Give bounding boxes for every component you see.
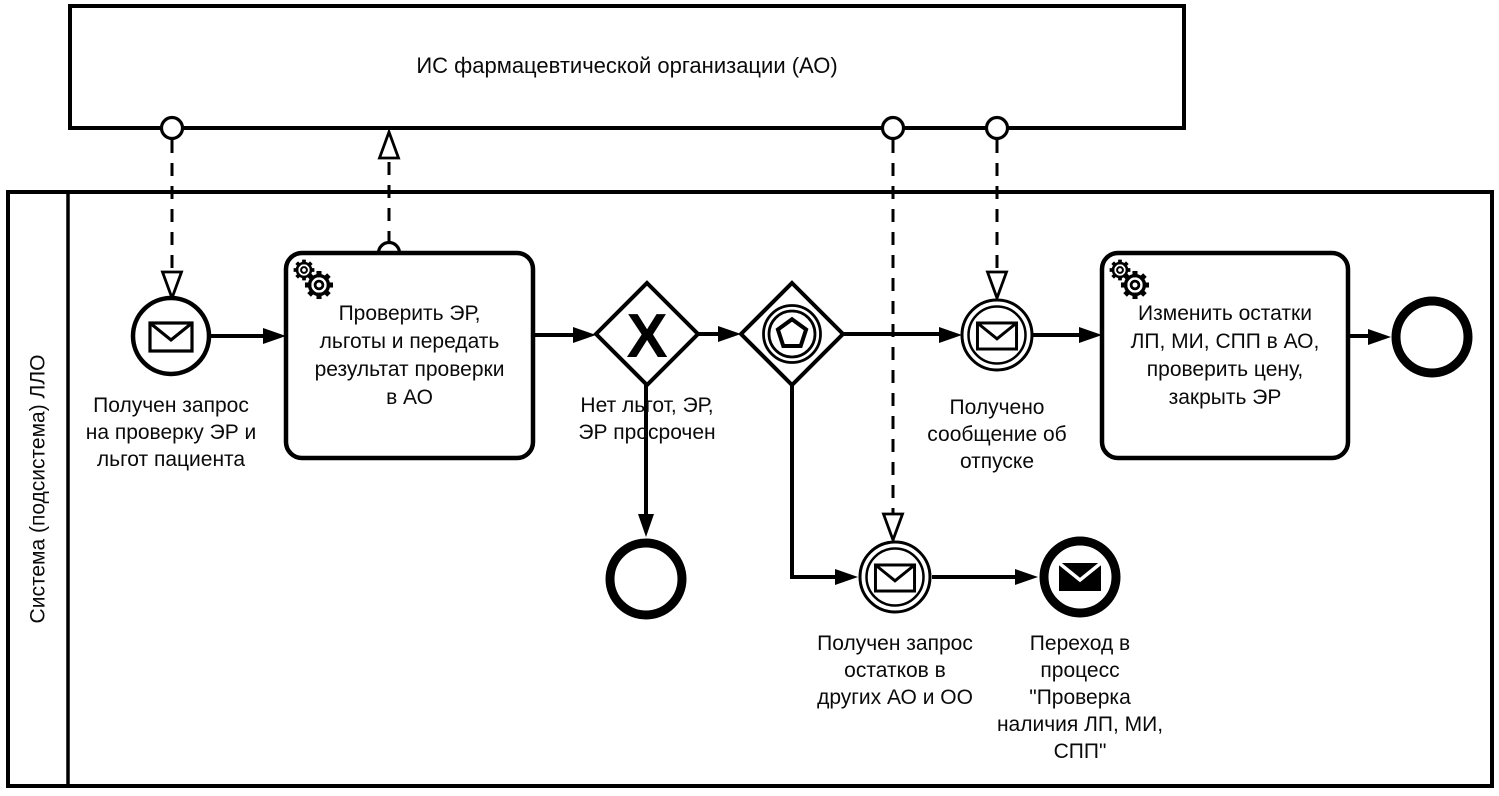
task-check-er — [283, 250, 536, 461]
arrowhead-icon — [1079, 327, 1102, 343]
catch-event-stock-request-label: Получен запрос остатков в других АО и ОО — [817, 632, 973, 709]
start-event-label: Получен запрос на проверку ЭР и льгот па… — [85, 394, 257, 471]
catch-event-dispense — [960, 298, 1034, 372]
end-event-no-benefit — [605, 538, 687, 620]
message-flows — [170, 140, 999, 513]
xor-gateway-label: Нет льгот, ЭР, ЭР просрочен — [578, 394, 716, 444]
end-event-message — [1039, 536, 1121, 618]
open-arrowhead-down-icon — [160, 270, 184, 303]
xor-marker: X — [626, 302, 667, 371]
arrowhead-icon — [638, 514, 654, 537]
envelope-icon — [873, 563, 917, 593]
event-based-gateway — [738, 280, 846, 388]
open-arrowhead-up-icon — [377, 127, 401, 160]
task-update-stock — [1099, 250, 1351, 461]
flow-gateway-to-stock-request — [790, 385, 835, 579]
sequence-flow-arrowheads — [263, 326, 1391, 585]
anchor-circle — [880, 115, 906, 141]
envelope-icon — [975, 321, 1019, 351]
message-flow-arrowheads — [160, 127, 1009, 545]
end-event-main — [1391, 296, 1473, 378]
llo-lane: Система (подсистема) ЛЛО — [8, 192, 68, 786]
envelope-icon — [148, 321, 194, 353]
pharmacy-pool-title: ИС фармацевтической организации (АО) — [416, 53, 838, 78]
pharmacy-pool — [68, 4, 1186, 130]
task-check-er-label: Проверить ЭР, льготы и передать результа… — [314, 302, 505, 409]
anchor-circle — [159, 115, 185, 141]
filled-envelope-icon — [1057, 561, 1103, 591]
arrowhead-icon — [1368, 329, 1391, 345]
open-arrowhead-down-icon — [985, 270, 1009, 303]
catch-event-dispense-label: Получено сообщение об отпуске — [927, 396, 1067, 473]
start-event-message — [130, 295, 212, 377]
arrowhead-icon — [573, 327, 596, 343]
exclusive-gateway: X — [593, 280, 701, 388]
arrowhead-icon — [939, 327, 962, 343]
arrowhead-icon — [835, 569, 858, 585]
pentagon-icon — [775, 316, 809, 348]
arrowhead-icon — [263, 328, 286, 344]
end-event-message-label: Переход в процесс "Проверка наличия ЛП, … — [996, 632, 1164, 763]
sequence-flows — [209, 332, 1368, 579]
llo-lane-label: Система (подсистема) ЛЛО — [26, 354, 50, 624]
catch-event-stock-request — [858, 540, 932, 614]
task-update-stock-label: Изменить остатки ЛП, МИ, СПП в АО, прове… — [1130, 302, 1320, 409]
anchor-circle — [984, 115, 1010, 141]
arrowhead-icon — [1015, 569, 1038, 585]
open-arrowhead-down-icon — [881, 512, 905, 545]
arrowhead-icon — [718, 326, 741, 342]
